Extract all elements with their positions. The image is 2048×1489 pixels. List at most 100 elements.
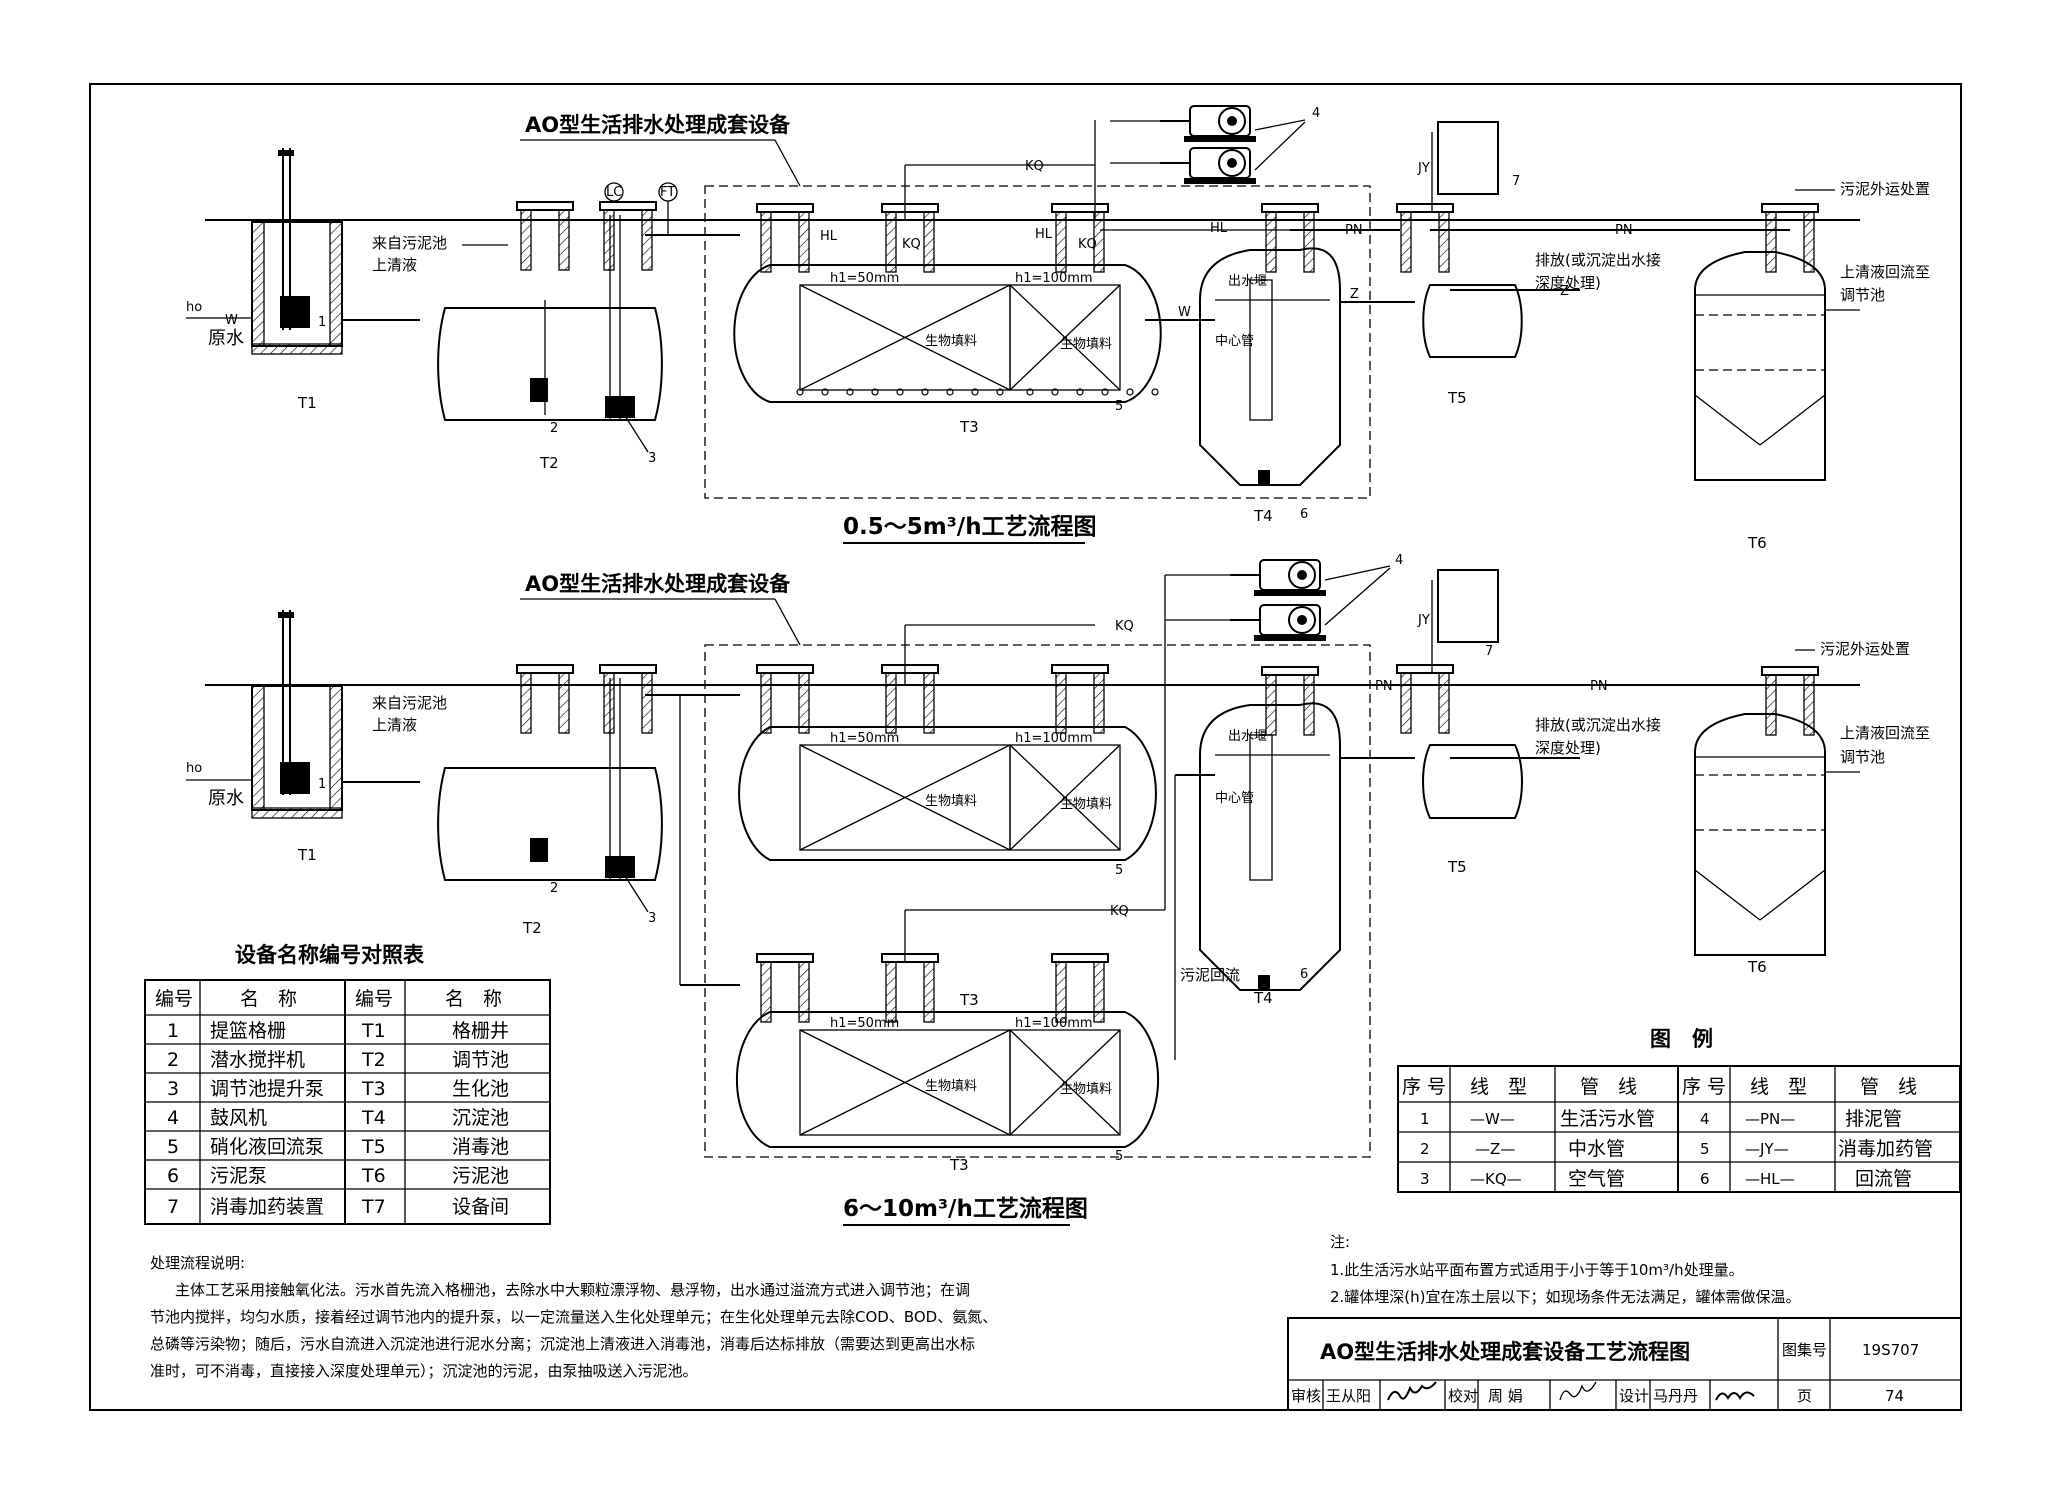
svg-text:T6: T6 [361,1165,386,1187]
equipment-boundary [704,185,1371,499]
tank-label-t4: T4 [1253,507,1273,525]
svg-text:JY: JY [1417,161,1430,176]
svg-text:6: 6 [1300,967,1308,982]
svg-text:5: 5 [1115,863,1123,878]
svg-text:6: 6 [1700,1170,1710,1188]
legend-table: 图 例 序 号 线 型 管 线 序 号 线 型 管 线 1 —W— 生活污水管 … [1397,1027,1961,1193]
svg-text:KQ: KQ [902,237,921,252]
svg-text:来自污泥池: 来自污泥池 [372,694,447,712]
svg-text:调节池提升泵: 调节池提升泵 [210,1078,324,1100]
svg-text:序 号: 序 号 [1402,1076,1446,1098]
process-notes-line: 节池内搅拌，均匀水质，接着经过调节池内的提升泵，以一定流量送入生化处理单元；在生… [150,1308,997,1326]
equipment-row: 1 提篮格栅 T1 格栅井 [167,1020,509,1042]
atlas-no: 19S707 [1862,1341,1919,1359]
svg-text:T6: T6 [1747,958,1767,976]
svg-text:FT: FT [660,185,675,200]
inflow-label-2: 上清液 [372,256,417,274]
svg-text:3: 3 [167,1078,179,1100]
svg-text:污泥泵: 污泥泵 [210,1165,267,1187]
equipment-table: 设备名称编号对照表 编号 名 称 编号 名 称 1 提篮格栅 T1 格栅井 2 … [144,943,551,1225]
svg-text:5: 5 [167,1136,179,1158]
equipment-row: 4 鼓风机 T4 沉淀池 [167,1107,509,1129]
blower-4: 4 [1110,105,1320,185]
svg-text:JY: JY [1417,613,1430,628]
svg-text:4: 4 [1312,106,1320,121]
svg-text:名 称: 名 称 [240,988,297,1010]
svg-text:出水堰: 出水堰 [1228,729,1267,744]
svg-text:上清液: 上清液 [372,716,417,734]
designer-name: 马丹丹 [1653,1387,1698,1405]
grille-well-t1-b: T1 [251,610,343,864]
svg-text:Z: Z [1350,287,1359,302]
settling-tank-t4-b: 出水堰 中心管 T4 6 [1199,666,1341,1007]
svg-text:2: 2 [1420,1140,1430,1158]
svg-text:6: 6 [167,1165,179,1187]
regulating-tank-t2: T2 2 3 [437,201,663,472]
svg-text:2: 2 [167,1049,179,1071]
callout-5: 5 [1115,399,1123,414]
check-label: 校对 [1448,1387,1478,1405]
svg-text:h1=50mm: h1=50mm [830,1016,899,1031]
equipment-row: 6 污泥泵 T6 污泥池 [167,1165,509,1187]
flow-diagram-large: AO型生活排水处理成套设备 T1 ho 原水 来自污泥池 上清液 1 [186,553,1930,1226]
svg-text:HL: HL [820,229,838,244]
svg-text:T3: T3 [959,991,979,1009]
svg-text:h1=100mm: h1=100mm [1015,1016,1093,1031]
svg-text:T1: T1 [297,846,317,864]
review-label: 审核 [1291,1387,1321,1405]
inflow-label-1: 来自污泥池 [372,234,447,252]
svg-text:T5: T5 [1447,858,1467,876]
disinfection-tank-t5: JY 7 T5 [1396,121,1523,407]
discharge-label-2: 深度处理) [1535,274,1601,292]
svg-text:PN: PN [1590,679,1608,694]
svg-text:空气管: 空气管 [1568,1168,1625,1190]
svg-text:PN: PN [1615,223,1633,238]
svg-text:h1=50mm: h1=50mm [830,731,899,746]
svg-text:PN: PN [1345,223,1363,238]
svg-text:名 称: 名 称 [445,988,502,1010]
svg-text:W: W [1178,305,1191,320]
blower-4-b: 4 [1165,553,1403,642]
svg-text:中心管: 中心管 [1215,334,1254,349]
svg-text:消毒加药装置: 消毒加药装置 [210,1196,324,1218]
packing-label: 生物填料 [925,334,977,349]
process-notes-line: 准时，可不消毒，直接接入深度处理单元）；沉淀池的污泥，由泵抽吸送入污泥池。 [150,1362,698,1380]
svg-text:T7: T7 [361,1196,386,1218]
tank-label-t3: T3 [959,418,979,436]
svg-text:生物填料: 生物填料 [1060,797,1112,812]
svg-text:—W—: —W— [1470,1110,1515,1128]
svg-text:T3: T3 [949,1156,969,1174]
svg-text:5: 5 [1115,1149,1123,1164]
svg-text:AO型生活排水处理成套设备: AO型生活排水处理成套设备 [525,572,791,596]
svg-text:4: 4 [167,1107,179,1129]
svg-text:1: 1 [1420,1110,1430,1128]
svg-text:ho: ho [186,761,202,776]
flow-diagram-small: AO型生活排水处理成套设备 T1 ho 原水 W 来自污泥池 上清液 1 [186,105,1930,552]
svg-text:调节池: 调节池 [1840,748,1885,766]
svg-text:污泥外运处置: 污泥外运处置 [1820,640,1910,658]
process-notes: 处理流程说明: 主体工艺采用接触氧化法。污水首先流入格栅池，去除水中大颗粒漂浮物… [150,1254,997,1380]
legend-title: 图 例 [1650,1027,1713,1051]
svg-text:硝化液回流泵: 硝化液回流泵 [210,1136,324,1158]
svg-text:—HL—: —HL— [1745,1170,1795,1188]
notes-heading: 注: [1330,1233,1350,1251]
svg-text:4: 4 [1395,553,1403,568]
diagram1-title: 0.5～5m³/h工艺流程图 [843,513,1097,540]
sludge-tank-t6-b: T6 [1694,666,1826,976]
notes-line: 2.罐体埋深(h)宜在冻土层以下；如现场条件无法满足，罐体需做保温。 [1330,1288,1801,1306]
equipment-row: 7 消毒加药装置 T7 设备间 [167,1196,509,1218]
equipment-row: 3 调节池提升泵 T3 生化池 [167,1078,509,1100]
svg-text:—Z—: —Z— [1475,1140,1515,1158]
svg-text:消毒池: 消毒池 [452,1136,509,1158]
legend-row: 2 —Z— 中水管 5 —JY— 消毒加药管 [1420,1138,1933,1160]
instrument-ft-1: FT [658,182,678,235]
svg-text:T1: T1 [361,1020,386,1042]
h1-50: h1=50mm [830,271,899,286]
svg-text:4: 4 [1700,1110,1710,1128]
reviewer-signature [1387,1381,1437,1401]
legend-row: 1 —W— 生活污水管 4 —PN— 排泥管 [1420,1108,1902,1130]
svg-text:T4: T4 [361,1107,386,1129]
checker-signature [1559,1381,1597,1401]
svg-text:HL: HL [1210,221,1228,236]
equipment-row: 2 潜水搅拌机 T2 调节池 [167,1049,509,1071]
